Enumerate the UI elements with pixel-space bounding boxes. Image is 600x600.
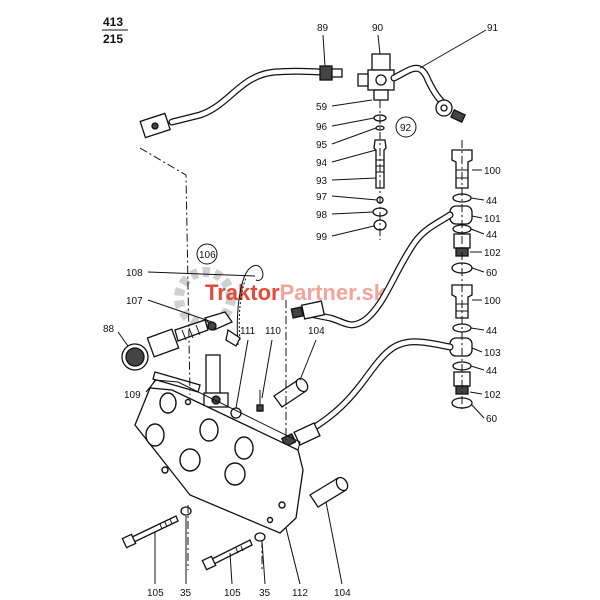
callout-110: 110 <box>265 326 281 337</box>
callout-92: 92 <box>400 123 412 134</box>
bolt-105-right <box>201 539 253 571</box>
callout-44-3: 44 <box>486 326 498 337</box>
callout-97: 97 <box>316 192 328 203</box>
callout-111: 111 <box>240 326 256 337</box>
callout-98: 98 <box>316 210 328 221</box>
pipe-to-101 <box>290 211 454 329</box>
callout-101: 101 <box>484 214 501 225</box>
callout-92-circle <box>395 116 417 138</box>
callout-44-1: 44 <box>486 196 498 207</box>
knob-88 <box>121 319 209 371</box>
callout-35-right: 35 <box>259 588 271 599</box>
callout-108: 108 <box>126 268 143 279</box>
leader-lines <box>117 29 487 585</box>
screw-110 <box>256 390 264 412</box>
callout-102-top: 102 <box>484 248 501 259</box>
callout-35-left: 35 <box>180 588 192 599</box>
page-ref-bottom: 215 <box>103 32 123 46</box>
callout-88: 88 <box>103 324 115 335</box>
washer-35-left <box>180 506 192 516</box>
callout-107: 107 <box>126 296 143 307</box>
bushing-104-upper <box>273 377 309 408</box>
callout-44-4: 44 <box>486 366 498 377</box>
callout-106: 106 <box>199 250 216 261</box>
page-ref-top: 413 <box>103 15 123 29</box>
spring-108 <box>236 264 264 346</box>
callout-90: 90 <box>372 23 384 34</box>
callout-109: 109 <box>124 390 141 401</box>
valve-assembly-90 <box>357 53 466 124</box>
callout-44-2: 44 <box>486 230 498 241</box>
callout-59: 59 <box>316 102 328 113</box>
watermark-text: TraktorPartner.sk <box>205 280 387 305</box>
banjo-stack-top <box>449 149 473 274</box>
watermark-part2: Partner <box>280 280 357 305</box>
callout-94: 94 <box>316 158 328 169</box>
lever-107 <box>203 311 241 347</box>
pipe-89 <box>139 65 343 139</box>
bushing-104-lower <box>309 476 349 508</box>
center-lines <box>139 100 463 570</box>
callout-89: 89 <box>317 23 329 34</box>
callout-104-lower: 104 <box>334 588 351 599</box>
plate-112 <box>134 379 304 534</box>
callout-95: 95 <box>316 140 328 151</box>
callout-100-bottom: 100 <box>484 296 501 307</box>
callout-106-circle <box>196 243 218 265</box>
callout-112: 112 <box>292 588 308 599</box>
bolt-105-left <box>121 515 179 549</box>
callout-96: 96 <box>316 122 328 133</box>
callout-91: 91 <box>487 23 499 34</box>
page-reference: 413 215 <box>102 15 128 46</box>
watermark-part1: Traktor <box>205 280 280 305</box>
callout-105-left: 105 <box>147 588 164 599</box>
callout-105-right: 105 <box>224 588 241 599</box>
pipe-to-103 <box>280 338 454 448</box>
callout-60-top: 60 <box>486 268 498 279</box>
callout-99: 99 <box>316 232 328 243</box>
washer-35-right <box>254 532 266 542</box>
callout-103: 103 <box>484 348 501 359</box>
callout-labels: 89 90 91 59 96 95 92 94 93 97 98 99 100 … <box>103 23 501 599</box>
callout-102-bottom: 102 <box>484 390 501 401</box>
callout-60-bottom: 60 <box>486 414 498 425</box>
callout-100-top: 100 <box>484 166 501 177</box>
callout-104-upper: 104 <box>308 326 325 337</box>
callout-93: 93 <box>316 176 328 187</box>
